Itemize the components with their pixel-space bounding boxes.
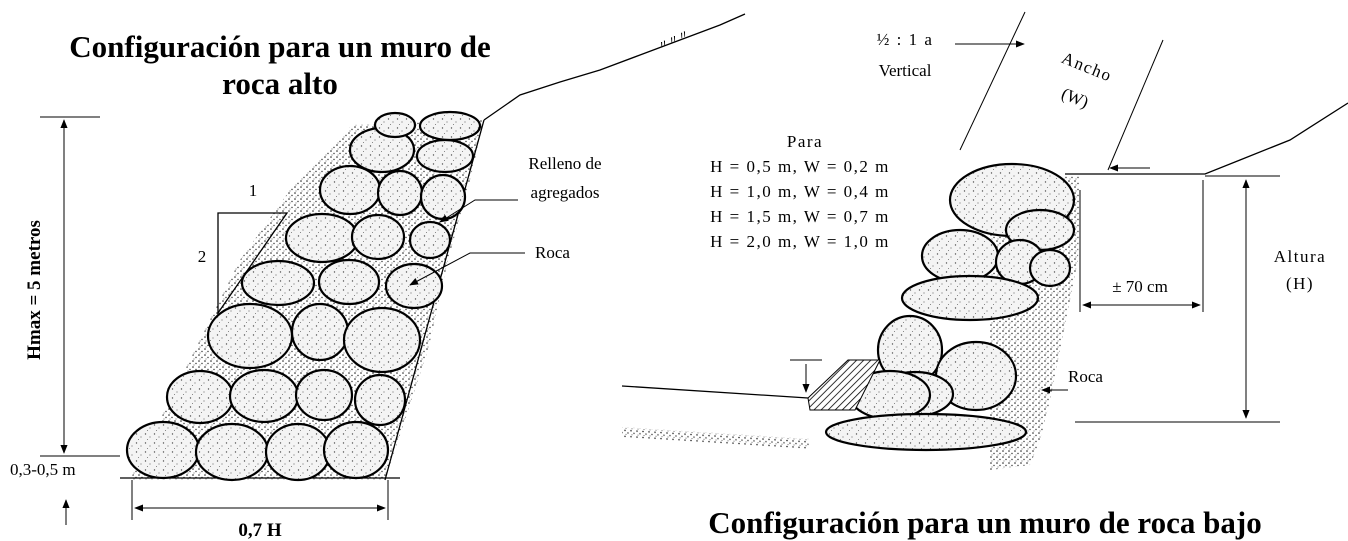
slope-ratio-side: 2 [198, 247, 207, 266]
batter-label-line2: Vertical [879, 61, 932, 80]
height-label: Hmax = 5 metros [24, 220, 45, 360]
ground-hatch-mark: 〃〃〃 [656, 28, 691, 53]
low-wall-rocks [824, 162, 1076, 452]
h-label-line1: Altura [1274, 247, 1326, 266]
base-width-label: 0,7 H [238, 520, 282, 541]
table-row-2: H = 1,0 m, W = 0,4 m [710, 182, 890, 201]
table-header: Para [787, 132, 823, 151]
width-label-line2: (W) [1059, 84, 1091, 112]
table-row-1: H = 0,5 m, W = 0,2 m [710, 157, 890, 176]
rock-leader-arrow [409, 252, 525, 286]
width-label-line1: Ancho [1059, 48, 1115, 85]
h-label-line2: (H) [1286, 274, 1314, 293]
high-wall-title-line1: Configuración para un muro de [69, 29, 490, 64]
lower-ground-line [621, 385, 809, 399]
slope-ratio-top: 1 [249, 181, 258, 200]
table-row-3: H = 1,5 m, W = 0,7 m [710, 207, 890, 226]
slope-ratio-triangle [217, 212, 289, 316]
high-rock-label: Roca [535, 243, 570, 262]
toe-hatch [807, 359, 881, 411]
high-wall-diagram: Configuración para un muro de roca alto … [10, 13, 746, 541]
fill-label-line1: Relleno de [528, 154, 601, 173]
width-guide-left [959, 11, 1026, 151]
upper-ground-line [1065, 102, 1348, 175]
low-wall-diagram: Configuración para un muro de roca bajo … [621, 11, 1348, 540]
footing-label: 0,3-0,5 m [10, 460, 76, 479]
low-wall-title: Configuración para un muro de roca bajo [708, 505, 1261, 540]
wall-rocks [125, 110, 482, 482]
lower-ground-fill [622, 427, 810, 449]
natural-slope-line [483, 13, 746, 121]
fill-label-line2: agregados [531, 183, 600, 202]
depth-label: ± 70 cm [1112, 277, 1168, 296]
fill-leader-arrow [439, 199, 518, 223]
batter-label-line1: ½ : 1 a [877, 30, 934, 49]
low-rock-label: Roca [1068, 367, 1103, 386]
high-wall-title-line2: roca alto [222, 66, 338, 101]
table-row-4: H = 2,0 m, W = 1,0 m [710, 232, 890, 251]
width-guide-right [1107, 39, 1164, 171]
